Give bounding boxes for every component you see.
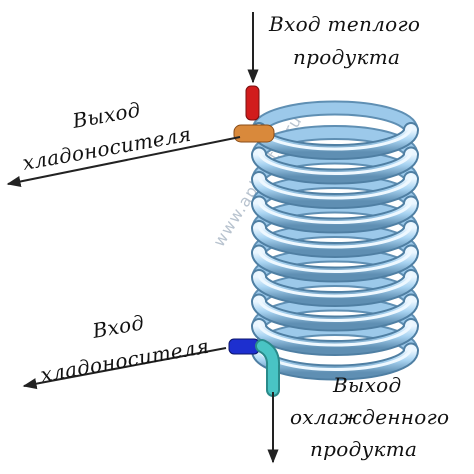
coil-turn-front (253, 320, 417, 354)
arrow-left-icon (6, 136, 241, 187)
label-coolant-inlet-line1: Вход (90, 310, 146, 343)
label-cooled-product-outlet-line1: Выход (332, 373, 401, 397)
warm-inlet-pipe (245, 85, 260, 121)
label-cooled-product-outlet-line3: продукта (310, 437, 417, 461)
coil-turn-front (253, 295, 417, 330)
coil (251, 100, 419, 381)
coil-turn-front (253, 173, 417, 207)
coil-highlight (257, 174, 413, 200)
coil-turn-front (253, 197, 417, 232)
arrow-left-icon (22, 347, 227, 390)
coil-turn-front (253, 148, 417, 183)
label-coolant-outlet-line2: хладоносителя (21, 122, 193, 175)
coolant-outlet-pipe (233, 124, 275, 143)
coil-highlight (257, 297, 413, 322)
coil-highlight (257, 272, 413, 298)
coil-turn-front (253, 222, 417, 256)
label-warm-product-inlet-line2: продукта (293, 45, 400, 69)
coil-turn-back (253, 102, 417, 136)
coil-turn-front (253, 271, 417, 305)
coolant-inlet-pipe (228, 338, 260, 355)
coil-highlight (257, 199, 413, 224)
coil-highlight (257, 321, 413, 347)
label-coolant-inlet-line2: хладоносителя (39, 334, 211, 387)
coil-highlight (257, 150, 413, 175)
coil-highlight (257, 248, 413, 273)
coil-highlight (257, 223, 413, 249)
label-cooled-product-outlet-line2: охлажденного (290, 405, 449, 429)
coil-turn-front (253, 246, 417, 281)
label-warm-product-inlet-line1: Вход теплого (268, 12, 420, 36)
label-coolant-outlet-line1: Выход (70, 97, 143, 133)
